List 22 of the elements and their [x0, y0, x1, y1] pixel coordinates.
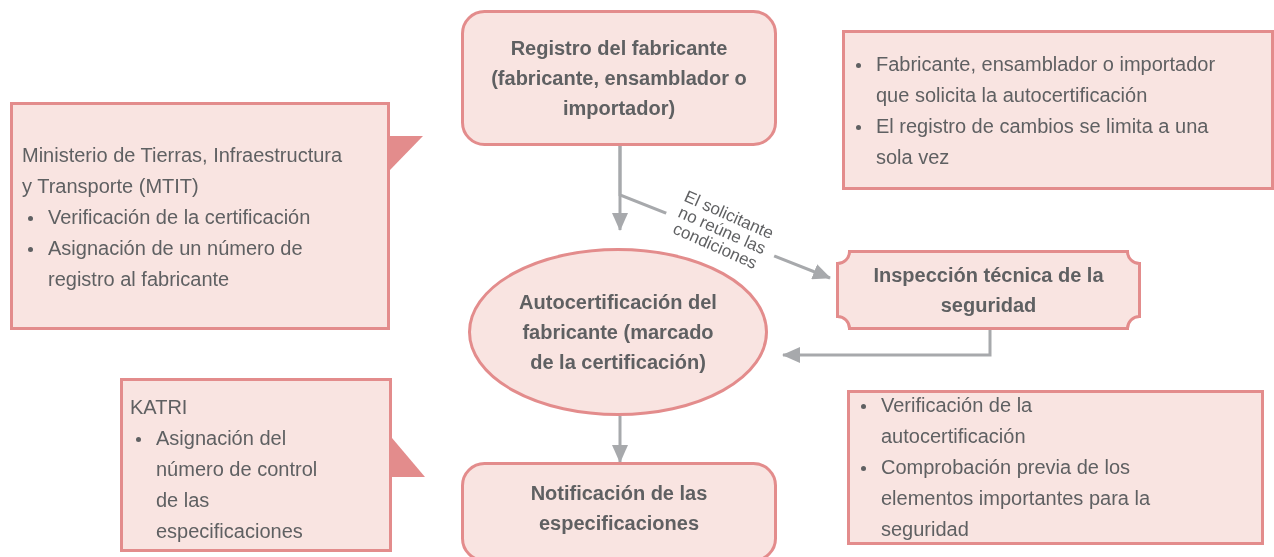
arrow	[782, 330, 992, 363]
bullet-item: Verificación de la certificación	[22, 201, 350, 233]
process-box	[836, 250, 1141, 330]
node-label: Notificación de las especificaciones	[529, 481, 709, 536]
node-label: Autocertificación del fabricante (marcado de la certificación)	[518, 290, 718, 375]
callout-box	[120, 378, 425, 552]
arrow	[612, 416, 628, 463]
bullet-item: Asignación del número de control de las especificaciones	[130, 422, 342, 547]
process-box	[461, 10, 777, 146]
process-box	[461, 462, 777, 557]
bullet-item: Verificación de la autocertificación	[855, 390, 1174, 452]
bullet-item: Comprobación previa de los elementos importantes para la seguridad	[855, 452, 1174, 545]
node-label: Inspección técnica de la seguridad	[872, 263, 1105, 318]
node-label: Registro del fabricante (fabricante, ensamblador o importador)	[491, 36, 747, 121]
bullet-item: Fabricante, ensamblador o importador que solicita la autocertificación	[850, 49, 1224, 111]
bullet-item: Asignación de un número de registro al fabricante	[22, 232, 350, 295]
note-box	[842, 30, 1274, 190]
callout-box	[10, 102, 423, 330]
bullet-item: El registro de cambios se limita a una sola vez	[850, 111, 1224, 173]
note-box	[847, 390, 1264, 545]
note-heading: KATRI	[130, 394, 189, 420]
note-heading: Ministerio de Tierras, Infraestructura y Transporte (MTIT)	[22, 142, 344, 199]
